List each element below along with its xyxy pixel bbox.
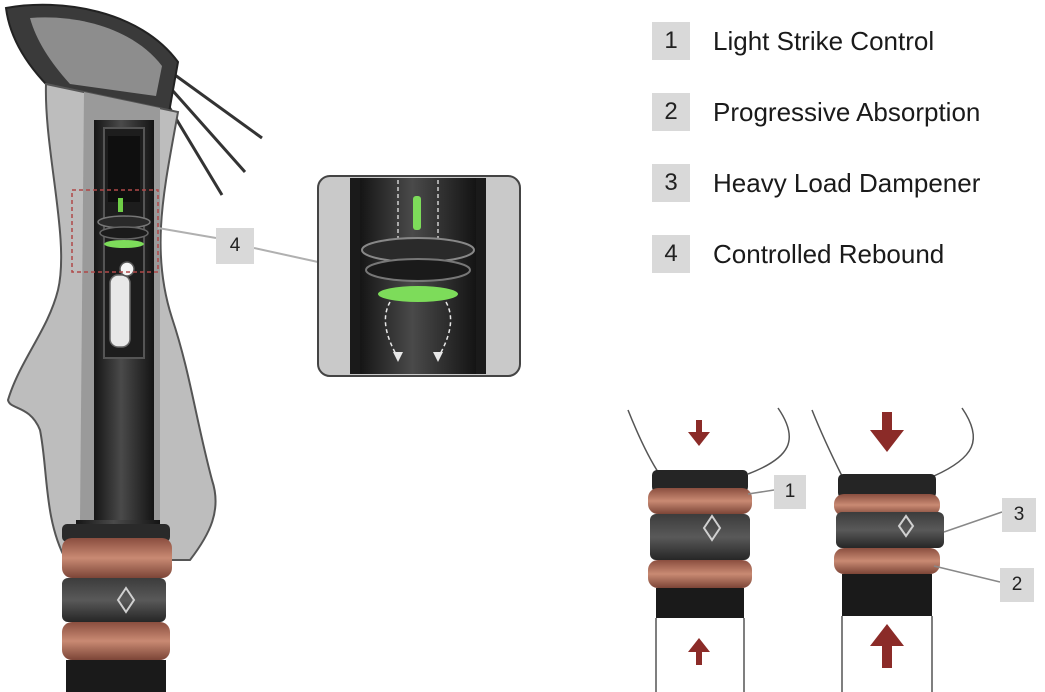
legend-item-progressive-absorption: 2 Progressive Absorption — [652, 93, 1042, 131]
callout-4-leader-left — [157, 227, 217, 239]
legend-label: Controlled Rebound — [713, 238, 945, 269]
legend-label: Heavy Load Dampener — [713, 167, 981, 198]
legend: 1 Light Strike Control 2 Progressive Abs… — [652, 22, 1042, 306]
callout-4-leader-right — [253, 247, 319, 263]
legend-item-heavy-load: 3 Heavy Load Dampener — [652, 164, 1042, 202]
legend-number: 3 — [652, 164, 690, 202]
light-strike-illustration — [627, 407, 791, 692]
callout-2-box: 2 — [1000, 568, 1034, 602]
legend-item-light-strike: 1 Light Strike Control — [652, 22, 1042, 60]
callout-3-box: 3 — [1002, 498, 1036, 532]
callout-4-box: 4 — [216, 228, 254, 264]
legend-label: Light Strike Control — [713, 25, 935, 56]
callout-3-leader — [943, 511, 1003, 533]
callout-1-leader — [747, 489, 775, 495]
heavy-down-arrow — [870, 412, 904, 452]
callout-1-box: 1 — [774, 475, 806, 509]
callout-2-leader — [933, 565, 1001, 583]
legend-number: 1 — [652, 22, 690, 60]
detail-inset — [317, 175, 521, 377]
heavy-up-arrow — [870, 624, 904, 668]
legend-item-controlled-rebound: 4 Controlled Rebound — [652, 235, 1042, 273]
light-down-arrow — [688, 420, 710, 446]
legend-label: Progressive Absorption — [713, 96, 981, 127]
light-up-arrow — [688, 638, 710, 665]
legend-number: 4 — [652, 235, 690, 273]
legend-number: 2 — [652, 93, 690, 131]
heavy-load-illustration — [811, 407, 975, 692]
pole-grip-illustration — [4, 3, 263, 692]
